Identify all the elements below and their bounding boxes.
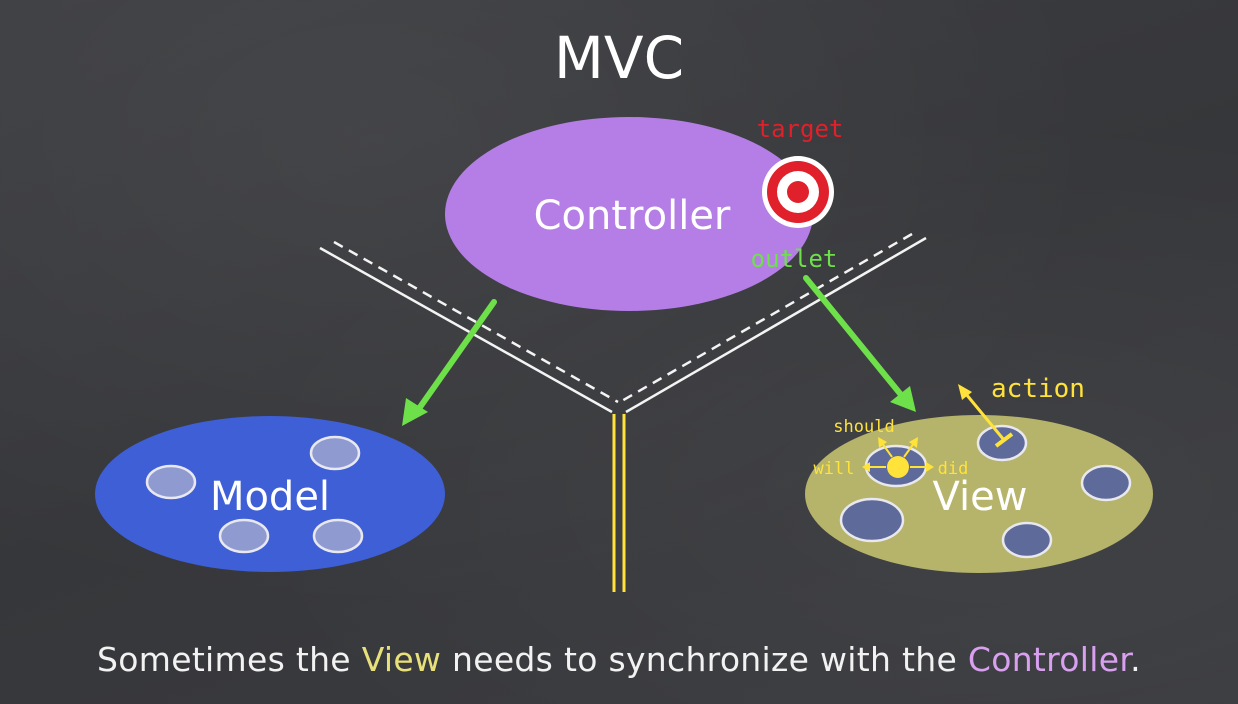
caption-controller: Controller bbox=[967, 640, 1131, 679]
view-subview bbox=[1001, 521, 1053, 559]
caption-part2: needs to synchronize with the bbox=[441, 640, 968, 679]
model-subview bbox=[218, 518, 270, 554]
diagram-title: MVC bbox=[554, 24, 684, 92]
target-icon bbox=[762, 156, 834, 228]
caption: Sometimes the View needs to synchronize … bbox=[0, 640, 1238, 679]
separator-lines bbox=[319, 232, 927, 592]
controller-node: Controller bbox=[445, 117, 813, 311]
delegate-icon bbox=[862, 437, 934, 478]
should-label: should bbox=[833, 417, 894, 437]
will-label: will bbox=[814, 459, 855, 479]
model-label: Model bbox=[210, 474, 330, 520]
target-label: target bbox=[757, 115, 844, 143]
view-node: View bbox=[805, 415, 1153, 573]
outlet-arrow bbox=[803, 275, 916, 412]
action-label: action bbox=[991, 374, 1085, 404]
view-label: View bbox=[933, 474, 1028, 520]
controller-label: Controller bbox=[534, 193, 731, 239]
model-subview bbox=[312, 518, 364, 554]
action-arrow bbox=[958, 384, 1014, 448]
controller-to-model-arrow bbox=[402, 299, 497, 426]
caption-part1: Sometimes the bbox=[97, 640, 362, 679]
model-subview bbox=[309, 435, 361, 471]
did-label: did bbox=[938, 459, 969, 479]
model-subview bbox=[145, 464, 197, 500]
view-subview bbox=[839, 497, 905, 543]
caption-view: View bbox=[361, 640, 442, 679]
caption-part3: . bbox=[1130, 640, 1141, 679]
view-subview bbox=[1080, 464, 1132, 502]
model-node: Model bbox=[95, 416, 445, 572]
outlet-label: outlet bbox=[751, 245, 838, 273]
